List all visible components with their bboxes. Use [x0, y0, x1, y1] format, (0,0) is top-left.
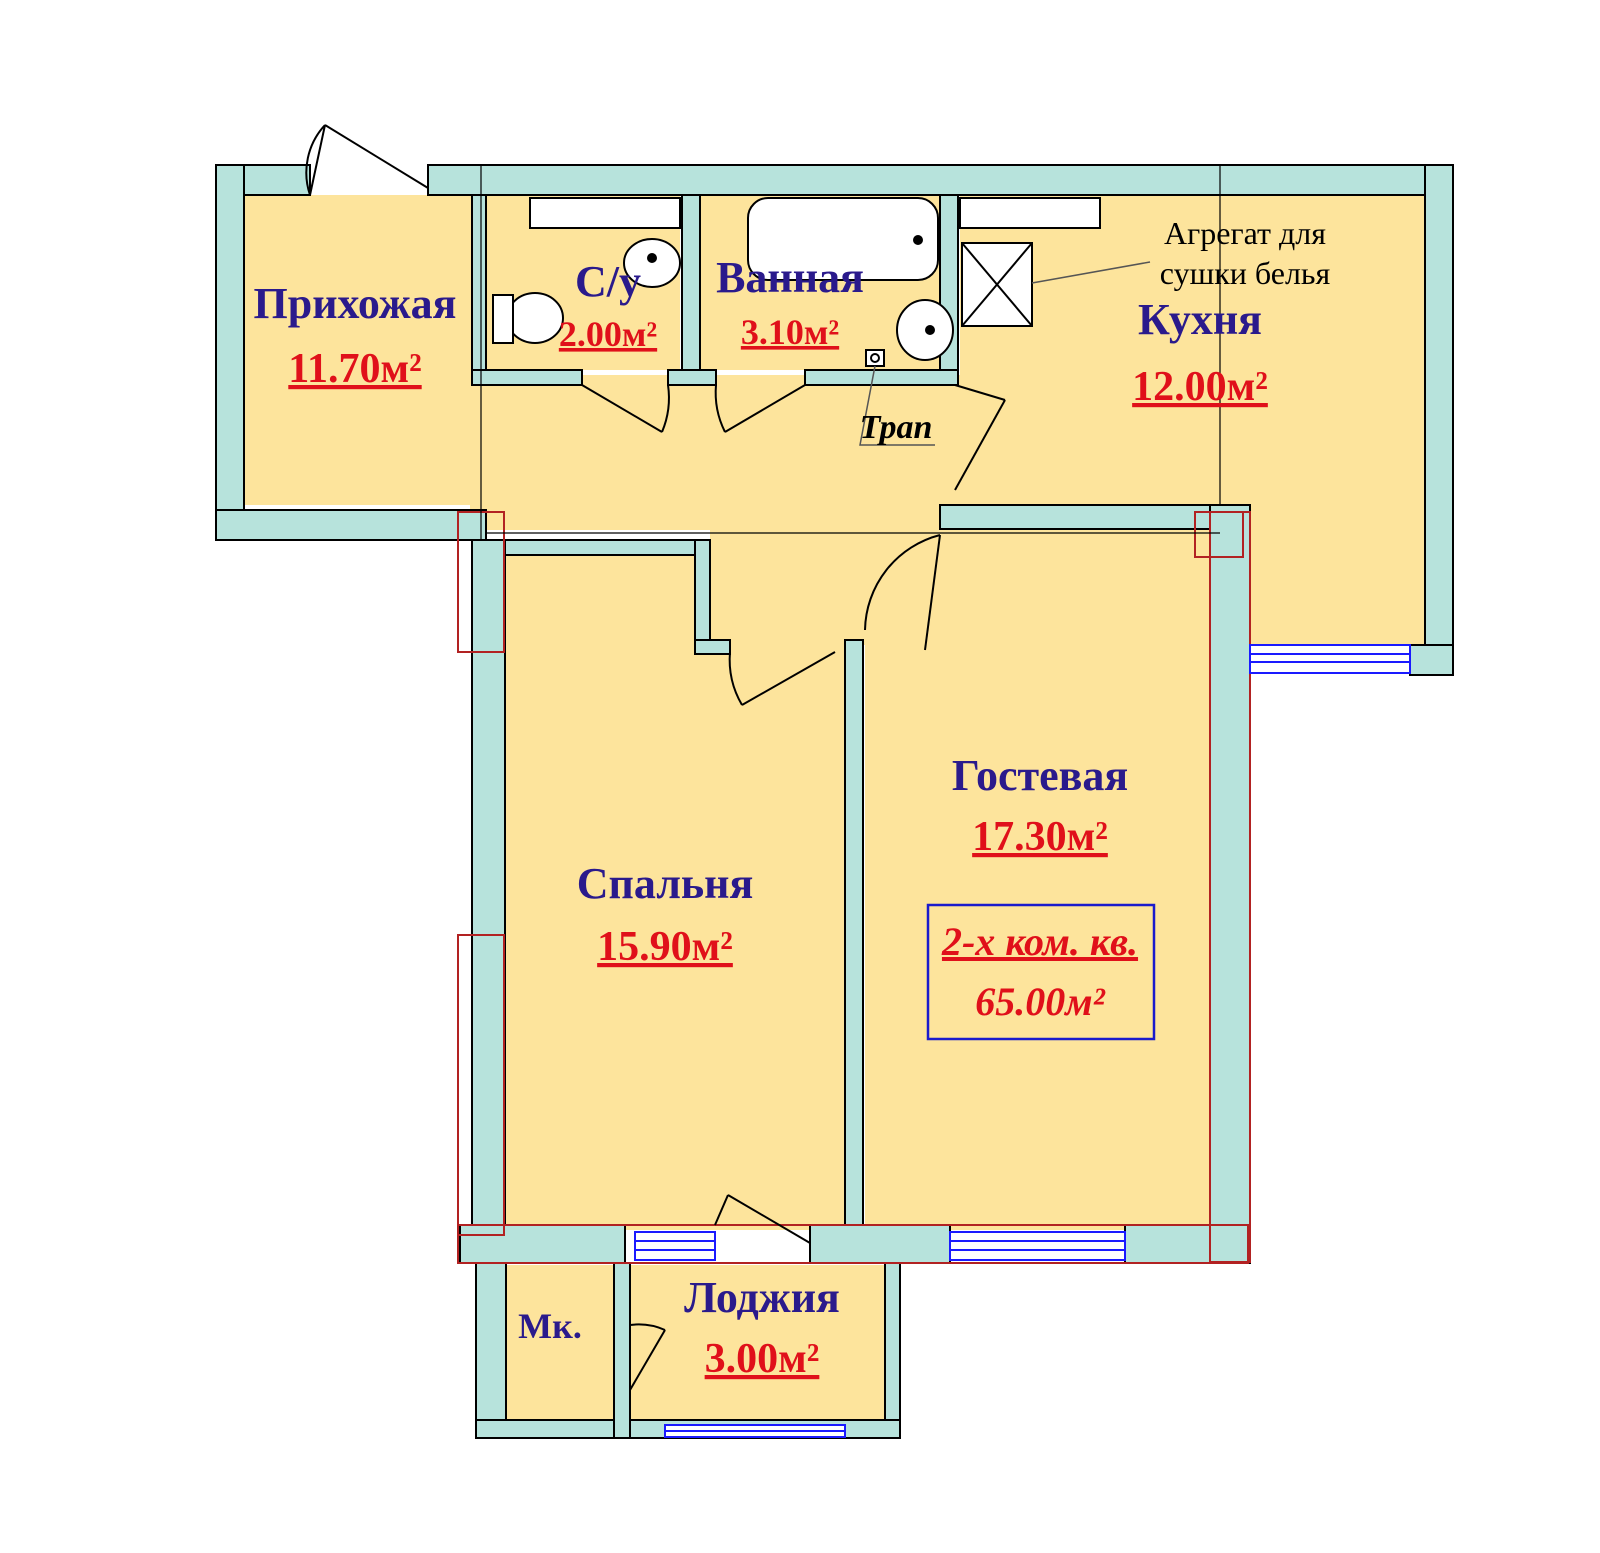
loggia-door: [714, 1194, 811, 1244]
wall-hallway-wc: [471, 194, 487, 386]
wall-bottom-b: [809, 1224, 951, 1264]
wall-wc-bottom: [471, 369, 583, 386]
bedroom-floor: [505, 555, 850, 1230]
wall-bottom-a: [459, 1224, 626, 1264]
window-loggia: [664, 1424, 846, 1438]
dryer-unit-icon: [961, 242, 1033, 327]
wall-bath-bottom-a: [667, 369, 717, 386]
wall-bath-bottom-b: [804, 369, 959, 386]
wall-nook-bottom: [694, 639, 731, 655]
doors: [305, 124, 1006, 1391]
bathroom-area: 3.10м²: [741, 312, 839, 352]
wall-bedroom-left: [471, 539, 506, 1241]
closet-door: [629, 1323, 666, 1391]
column-3: [457, 1224, 1249, 1264]
wall-left: [215, 164, 245, 541]
guide-lines: [480, 165, 1221, 540]
hallway-name: Прихожая: [254, 279, 457, 328]
kitchen-counter: [959, 197, 1101, 229]
window-kitchen: [1249, 644, 1411, 674]
bathroom-name: Ванная: [716, 253, 864, 302]
wall-top-right: [427, 164, 1454, 196]
kitchen-door: [954, 384, 1006, 491]
kitchen-area: 12.00м²: [1132, 364, 1268, 410]
wall-bottom-c: [1124, 1224, 1251, 1264]
corridor-floor: [470, 375, 960, 530]
wall-bedroom-guest: [844, 639, 864, 1241]
labels: Прихожая 11.70м² С/у 2.00м² Ванная 3.10м…: [254, 215, 1331, 1382]
dryer-label-line1: Агрегат для: [1164, 215, 1326, 251]
loggia-area: 3.00м²: [705, 1336, 820, 1382]
bath-door: [714, 384, 806, 433]
wc-name: С/у: [575, 257, 641, 306]
wall-nook-left: [694, 539, 711, 651]
column-2: [457, 934, 505, 1236]
total-area: 65.00м²: [975, 979, 1105, 1024]
wall-bath-kitchen: [939, 194, 959, 386]
wall-guest-right: [1209, 504, 1251, 1241]
wall-bedroom-top: [504, 539, 706, 556]
bedroom-name: Спальня: [577, 859, 754, 908]
bedroom-area: 15.90м²: [597, 924, 733, 970]
wall-loggia-right: [884, 1262, 901, 1439]
wall-loggia-left: [475, 1262, 507, 1439]
total-box: [926, 903, 1156, 1041]
wall-wc-bath: [681, 194, 701, 386]
total-rooms: 2-х ком. кв.: [941, 919, 1138, 964]
leader-lines: [859, 261, 1151, 446]
bedroom-door: [728, 651, 836, 706]
guest-door: [864, 534, 941, 651]
wc-area: 2.00м²: [559, 314, 657, 354]
kitchen-ext-floor: [1250, 505, 1425, 645]
wall-right: [1424, 164, 1454, 676]
wall-right-bottom: [1409, 644, 1454, 676]
toilet-icon: [506, 292, 564, 344]
dryer-label-line2: сушки белья: [1160, 255, 1331, 291]
window-guest: [949, 1231, 1126, 1261]
hallway-floor: [240, 195, 480, 505]
wc-counter: [529, 197, 681, 229]
kitchen-name: Кухня: [1138, 295, 1262, 344]
guest-floor: [865, 530, 1210, 1230]
entrance-door: [305, 124, 429, 196]
window-bedroom: [634, 1231, 716, 1261]
loggia-floor: [630, 1265, 885, 1420]
loggia-name: Лоджия: [684, 1273, 840, 1322]
hallway-area: 11.70м²: [288, 346, 421, 392]
drain-label: Трап: [860, 409, 933, 446]
bathtub-icon: [747, 197, 939, 281]
guest-name: Гостевая: [952, 751, 1128, 800]
fixtures: [492, 197, 1101, 367]
wall-hallway-bottom: [215, 509, 487, 541]
kitchen-floor: [960, 195, 1425, 505]
wall-closet-partition: [613, 1262, 631, 1439]
bedroom-nook-floor: [710, 525, 870, 645]
wall-kitchen-bottom: [939, 504, 1241, 530]
wc-door: [581, 384, 670, 433]
windows: [634, 644, 1411, 1438]
closet-name: Мк.: [518, 1306, 582, 1346]
closet-floor: [505, 1265, 615, 1420]
guest-area: 17.30м²: [972, 814, 1108, 860]
column-5: [1209, 511, 1251, 1263]
